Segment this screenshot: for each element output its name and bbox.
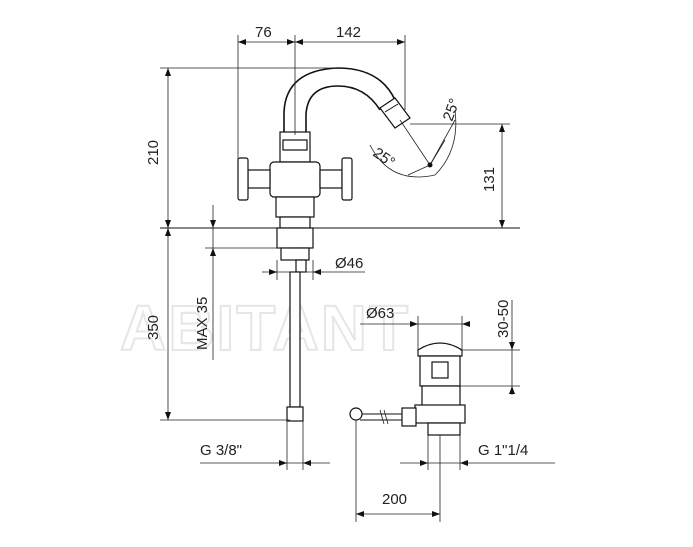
dimension-d46: Ø46 <box>262 255 365 280</box>
dim-131: 131 <box>481 167 498 192</box>
dim-30-50: 30-50 <box>495 300 512 338</box>
dimension-d63: Ø63 <box>360 305 470 356</box>
dimension-g38: G 3/8" <box>200 421 330 470</box>
dim-g114: G 1"1/4 <box>478 442 528 459</box>
dim-142: 142 <box>336 24 361 41</box>
dimension-200: 200 <box>355 420 441 522</box>
dimension-g114: G 1"1/4 <box>400 435 555 470</box>
angle-lower: 25° <box>370 144 398 171</box>
dim-d46: Ø46 <box>335 255 363 272</box>
faucet-body <box>160 67 520 229</box>
dimension-30-50: 30-50 <box>460 300 520 395</box>
dim-76: 76 <box>255 24 272 41</box>
dimension-max35: MAX 35 <box>194 205 290 360</box>
angle-upper: 25° <box>440 96 464 123</box>
dim-210: 210 <box>145 140 162 165</box>
dim-d63: Ø63 <box>366 305 394 322</box>
dimension-131: 131 <box>410 123 510 228</box>
dim-g38: G 3/8" <box>200 442 242 459</box>
dim-350: 350 <box>145 315 162 340</box>
dimension-top: 76 142 <box>237 24 406 160</box>
waste-assembly <box>349 342 466 436</box>
dimension-350: 350 <box>145 228 290 421</box>
dimension-210: 210 <box>145 67 340 228</box>
dim-max35: MAX 35 <box>194 297 211 350</box>
dim-200: 200 <box>382 491 407 508</box>
watermark-logo: ABITANT <box>120 292 410 364</box>
